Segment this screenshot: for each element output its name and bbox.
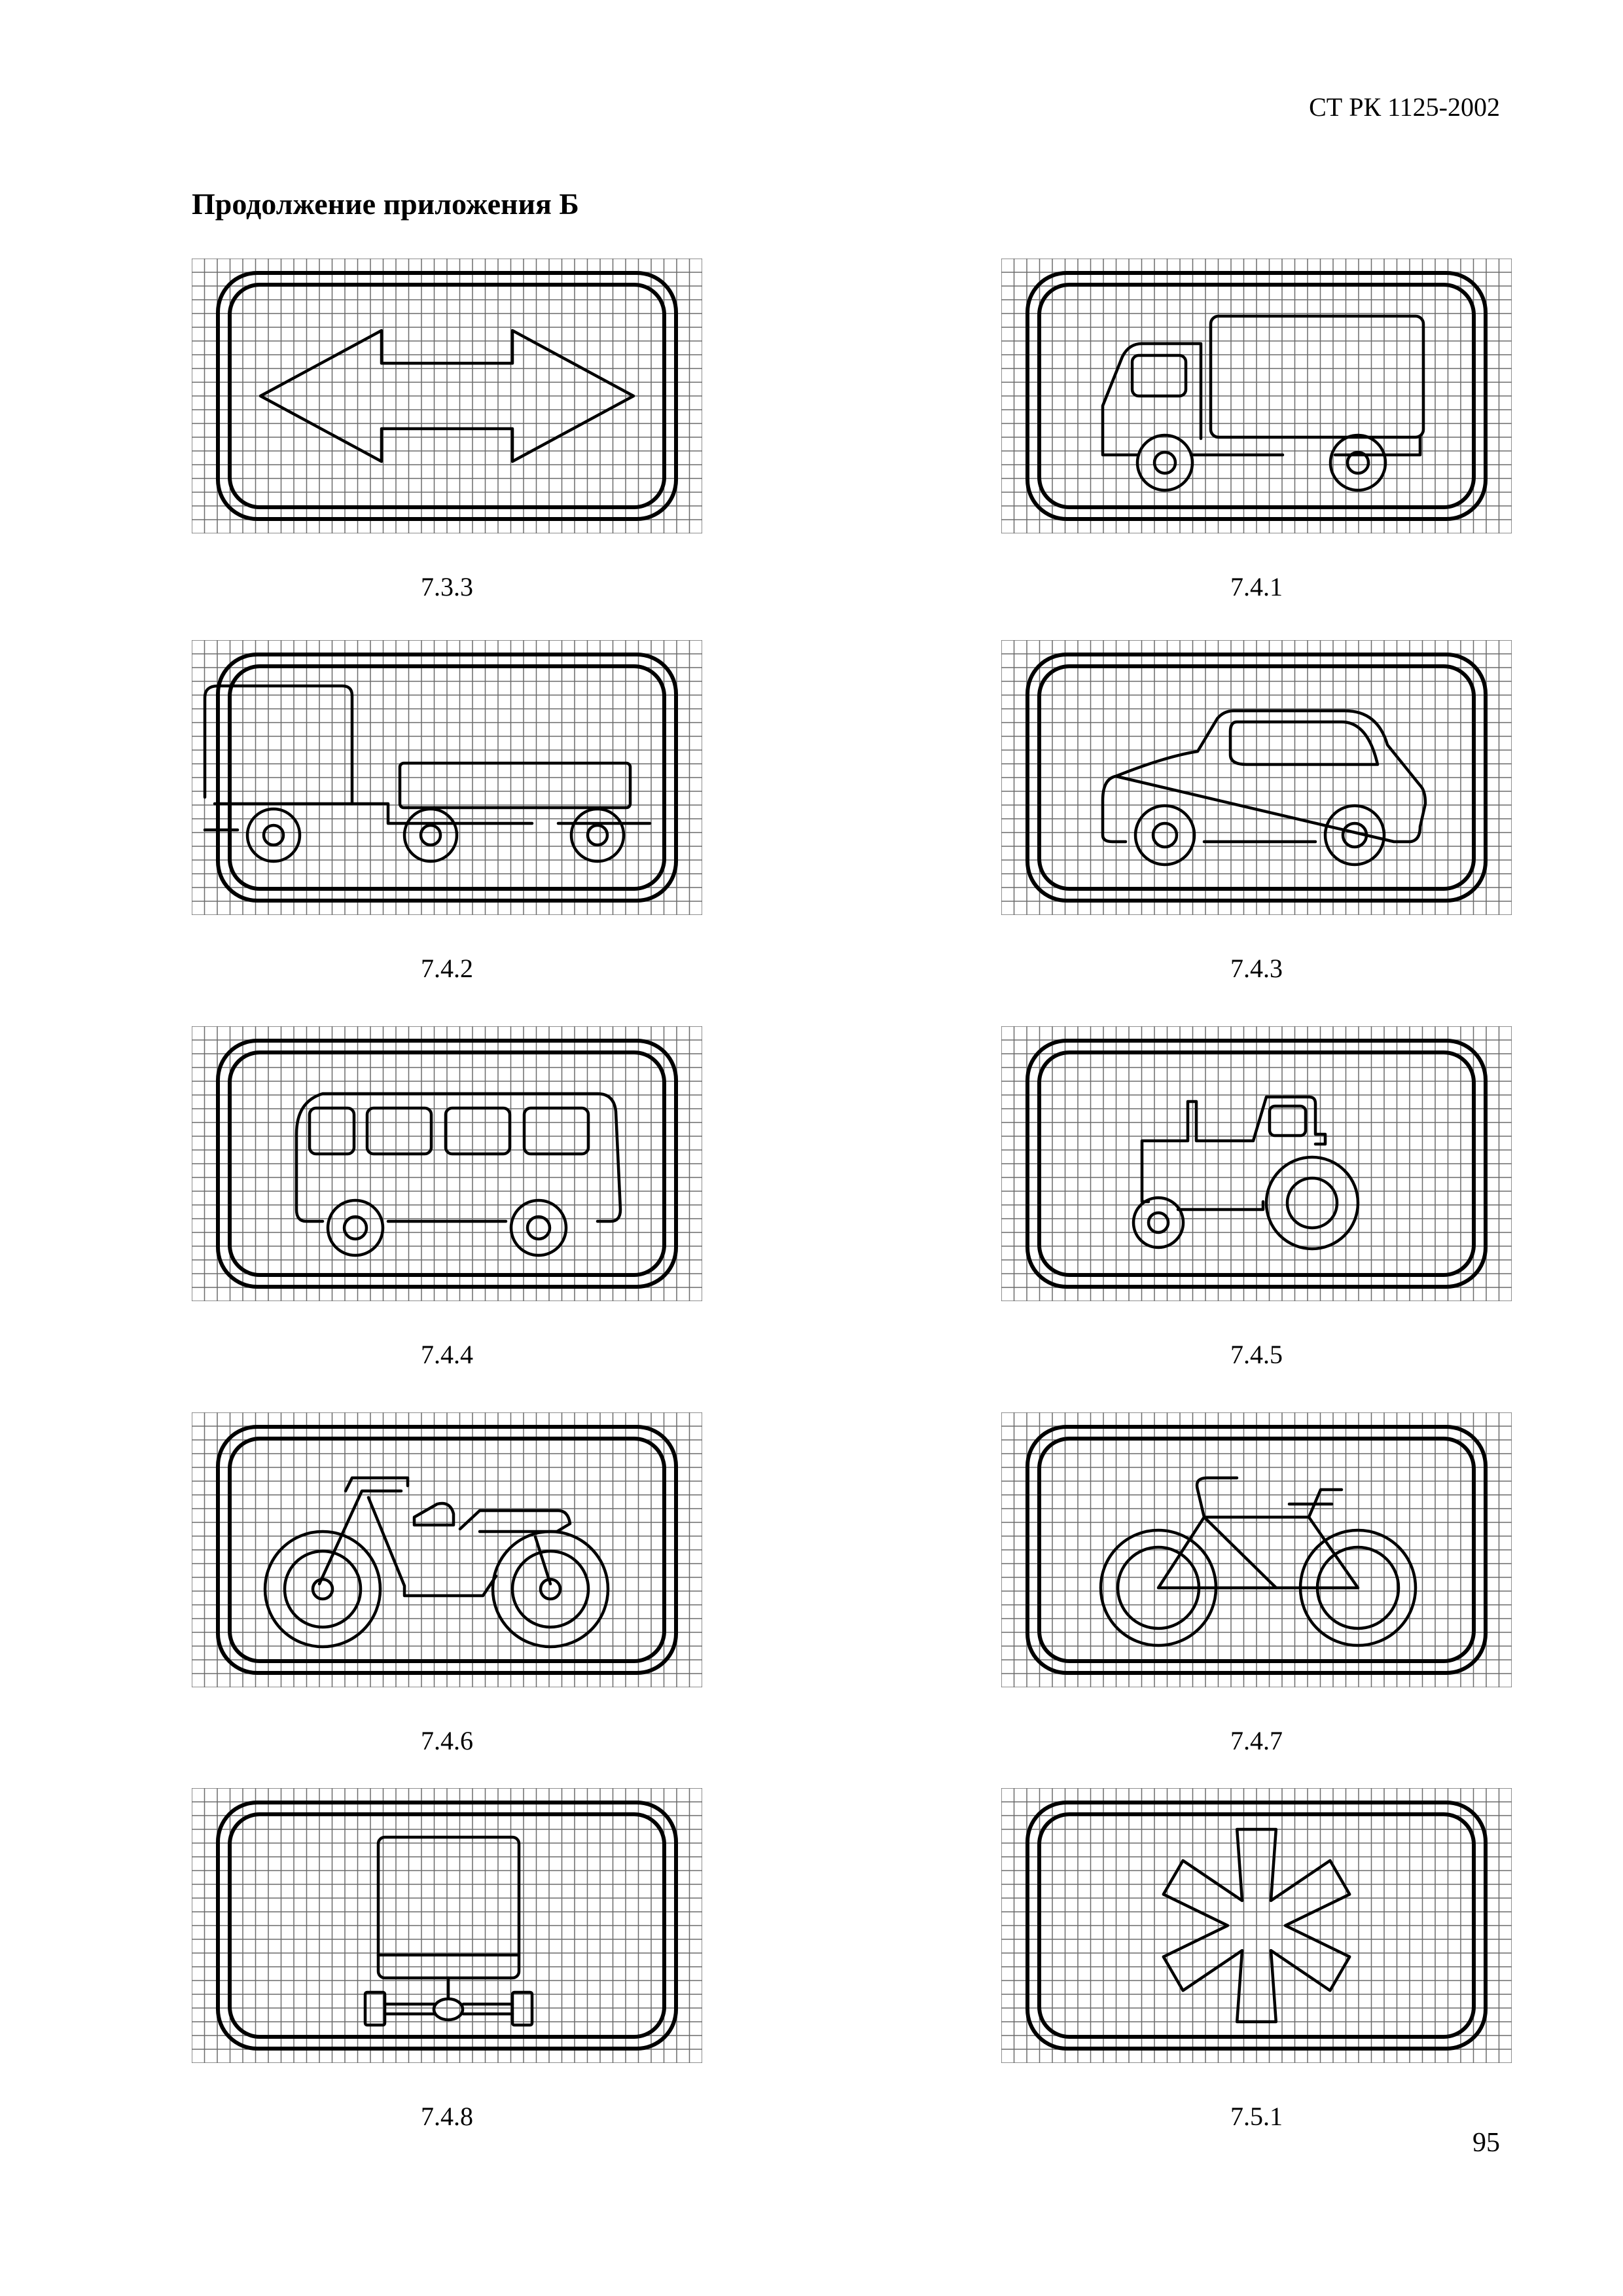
sign-caption: 7.5.1 — [1230, 2102, 1283, 2131]
double-arrow-icon — [192, 259, 702, 533]
sign-7-4-1: 7.4.1 — [1001, 259, 1512, 602]
car-icon — [1001, 640, 1512, 915]
grid-lines — [1001, 259, 1512, 533]
grid-lines — [192, 1788, 702, 2063]
sign-7-4-8: 7.4.8 — [192, 1788, 702, 2132]
document-code: СТ РК 1125-2002 — [1309, 92, 1500, 122]
sign-7-4-6: 7.4.6 — [192, 1412, 702, 1756]
sign-caption: 7.4.2 — [421, 954, 473, 983]
sign-caption: 7.3.3 — [421, 572, 473, 601]
sign-caption: 7.4.6 — [421, 1726, 473, 1755]
page-number: 95 — [1472, 2128, 1500, 2158]
bicycle-icon — [1001, 1412, 1512, 1687]
asterisk-outline — [1162, 1827, 1351, 2024]
grid-lines — [192, 1412, 702, 1687]
sign-7-4-4: 7.4.4 — [192, 1026, 702, 1370]
motorcycle-icon — [192, 1412, 702, 1687]
sign-7-4-5: 7.4.5 — [1001, 1026, 1512, 1370]
truck-with-trailer-icon — [192, 640, 702, 915]
grid-lines — [192, 259, 702, 533]
sign-7-5-1: 7.5.1 — [1001, 1788, 1512, 2132]
section-title: Продолжение приложения Б — [192, 187, 579, 221]
sign-caption: 7.4.5 — [1230, 1340, 1283, 1369]
grid-lines — [1001, 1412, 1512, 1687]
truck-rear-view-icon — [192, 1788, 702, 2063]
sign-7-4-2: 7.4.2 — [192, 640, 702, 984]
snowflake-asterisk-icon — [1001, 1788, 1512, 2063]
sign-caption: 7.4.8 — [421, 2102, 473, 2131]
sign-7-4-7: 7.4.7 — [1001, 1412, 1512, 1756]
truck-icon — [1001, 259, 1512, 533]
grid-lines — [1001, 640, 1512, 915]
sign-caption: 7.4.7 — [1230, 1726, 1283, 1755]
grid-lines — [1001, 1026, 1512, 1301]
sign-caption: 7.4.3 — [1230, 954, 1283, 983]
sign-7-3-3: 7.3.3 — [192, 259, 702, 602]
sign-7-4-3: 7.4.3 — [1001, 640, 1512, 984]
sign-caption: 7.4.1 — [1230, 572, 1283, 601]
grid-lines — [192, 640, 702, 915]
tractor-icon — [1001, 1026, 1512, 1301]
grid-lines — [192, 1026, 702, 1301]
sign-caption: 7.4.4 — [421, 1340, 473, 1369]
bus-icon — [192, 1026, 702, 1301]
